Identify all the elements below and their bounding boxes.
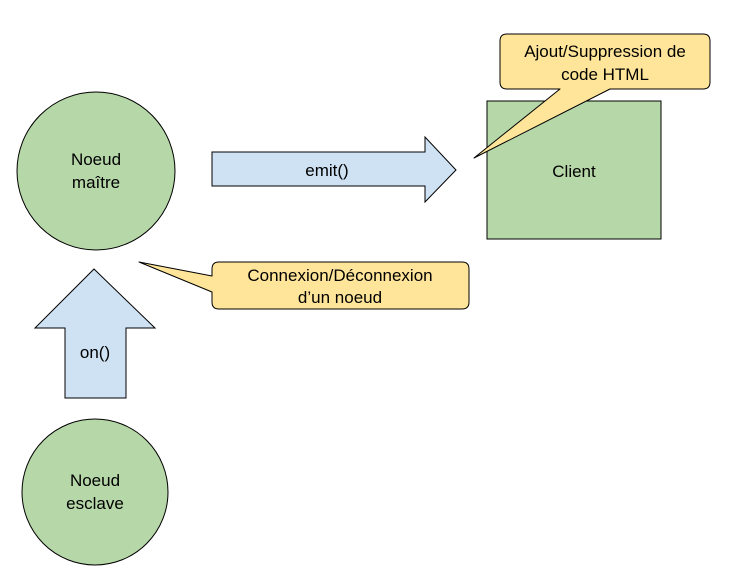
html-callout-line1: Ajout/Suppression de: [524, 42, 686, 61]
connection-callout-line1: Connexion/Déconnexion: [247, 266, 432, 285]
emit-arrow: emit(): [211, 135, 457, 204]
emit-arrow-label: emit(): [305, 161, 348, 180]
html-callout-shape: [473, 33, 711, 159]
html-callout: Ajout/Suppression de code HTML: [473, 33, 711, 159]
client-box-label: Client: [552, 162, 596, 181]
connection-callout-line2: d’un noeud: [298, 288, 382, 307]
master-node: Noeud maître: [16, 91, 176, 251]
connection-callout-shape: [138, 261, 470, 310]
master-node-circle: [16, 91, 176, 251]
master-node-label-line1: Noeud: [71, 150, 121, 169]
slave-node-circle: [21, 418, 169, 566]
connection-callout: Connexion/Déconnexion d’un noeud: [138, 261, 470, 310]
client-box: Client: [486, 100, 662, 240]
on-arrow-shape: [33, 268, 157, 399]
on-arrow-label: on(): [80, 343, 110, 362]
emit-arrow-shape: [211, 135, 457, 204]
slave-node-label-line2: esclave: [66, 494, 124, 513]
master-node-label-line2: maître: [72, 173, 120, 192]
slave-node: Noeud esclave: [21, 418, 169, 566]
on-arrow: on(): [33, 268, 157, 399]
html-callout-line2: code HTML: [561, 65, 649, 84]
slave-node-label-line1: Noeud: [70, 471, 120, 490]
